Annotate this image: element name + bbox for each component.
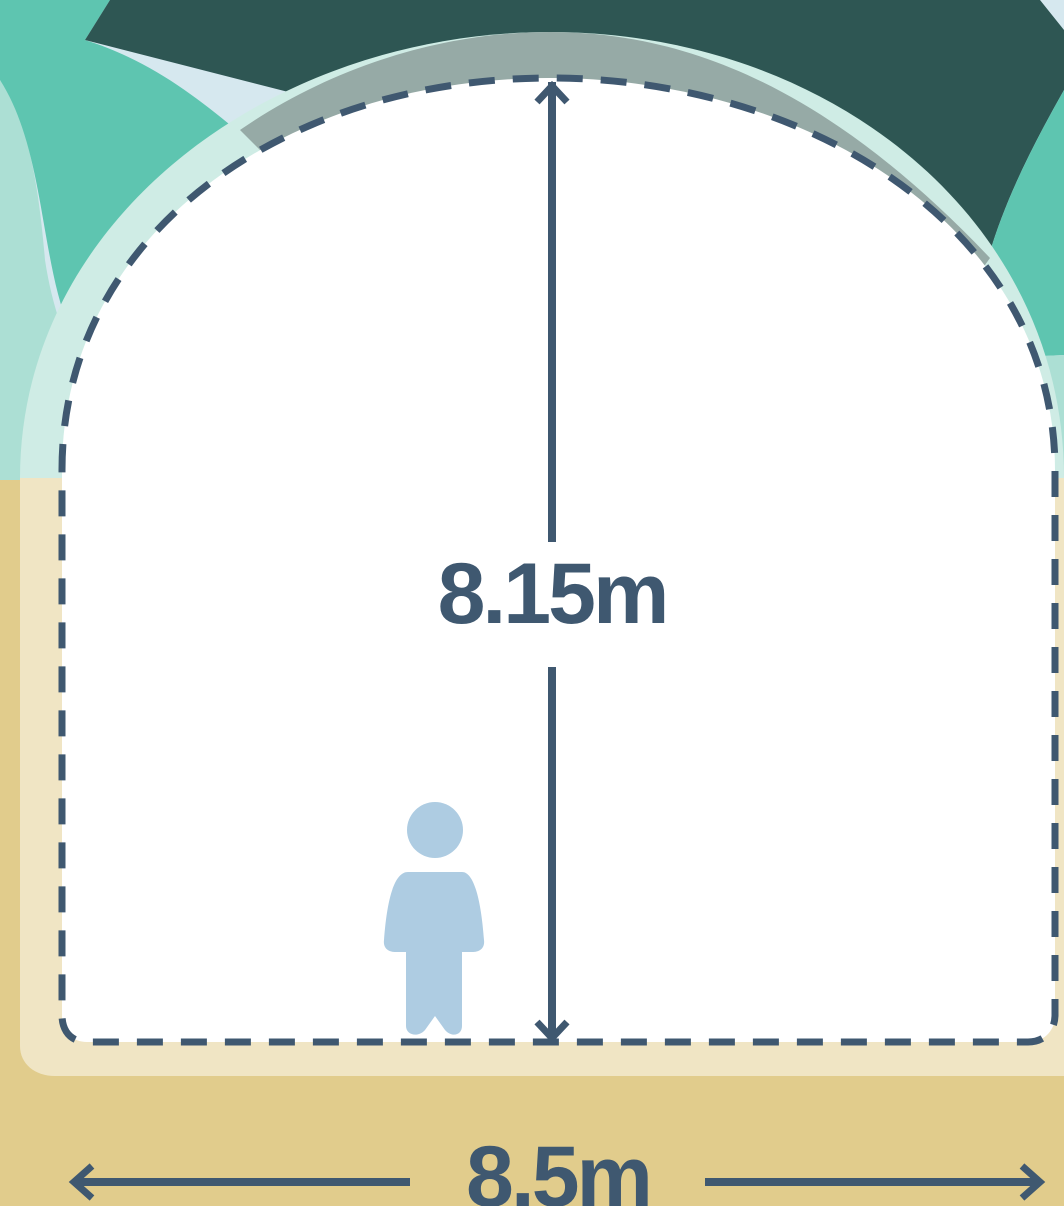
person-icon — [383, 802, 485, 1035]
hill-teal-left — [0, 0, 300, 330]
arrow-right-icon — [1019, 1163, 1046, 1201]
width-label: 8.5m — [466, 1129, 650, 1206]
tunnel-interior — [62, 78, 1055, 1042]
tunnel-clearance-outline — [58, 74, 1059, 1046]
height-label: 8.15m — [438, 546, 667, 642]
height-dimension: 8.15m — [438, 80, 669, 1044]
arrow-up-icon — [534, 80, 570, 105]
person-head — [407, 802, 463, 858]
width-dimension: 8.5m — [68, 1129, 1046, 1206]
arrow-down-icon — [534, 1019, 570, 1044]
person-body — [383, 872, 485, 1035]
arrow-left-icon — [68, 1163, 95, 1201]
